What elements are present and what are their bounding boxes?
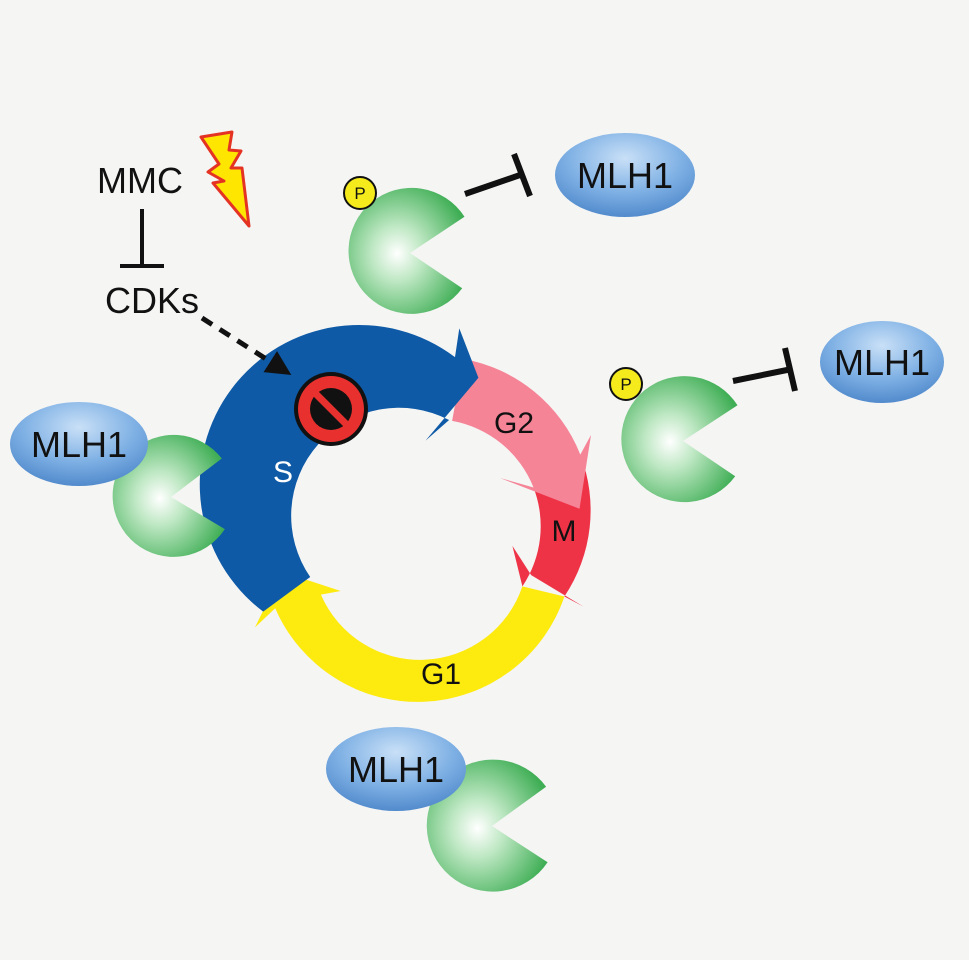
pacman-right [621,376,738,503]
cell-cycle-ring: S G2 M G1 [199,325,591,702]
phospho-badge-right [609,367,643,401]
mlh1-complex-left: MLH1 [10,402,225,557]
phase-g1-label: G1 [421,658,461,691]
phase-g1-arrow [255,571,565,702]
pacman-left [112,434,225,557]
pacman-bottom [426,759,548,892]
pacman-top [348,187,465,314]
phospho-label-right: P [620,375,631,394]
phospho-badge-top [343,176,377,210]
mlh1-left [10,402,148,486]
cdks-label: CDKs [105,280,199,321]
inhibition-bar-top [464,152,533,198]
phase-s-arrow [199,325,479,612]
mmc-cdk-pathway: MMC CDKs [97,130,292,376]
mlh1-top-label: MLH1 [577,155,673,196]
phospho-label-top: P [354,184,365,203]
mlh1-bottom [326,727,466,811]
prohibition-icon [294,372,368,446]
mlh1-left-label: MLH1 [31,424,127,465]
mlh1-right [820,321,944,403]
phase-s-label: S [273,456,293,489]
phospho-protein-right: P MLH1 [609,321,944,503]
phospho-protein-top: P MLH1 [343,133,695,314]
dashed-arrow [200,315,292,376]
phase-m-label: M [552,515,577,548]
mlh1-right-label: MLH1 [834,342,930,383]
inhibition-bar-right [732,347,798,392]
mlh1-bottom-label: MLH1 [348,749,444,790]
mlh1-complex-bottom: MLH1 [326,727,548,892]
mlh1-top [555,133,695,217]
phase-g2-label: G2 [494,407,534,440]
mmc-inhibits-cdks-symbol [120,209,164,268]
lightning-bolt-icon [199,130,251,228]
mmc-label: MMC [97,160,183,201]
phase-g2-arrow [452,359,591,509]
